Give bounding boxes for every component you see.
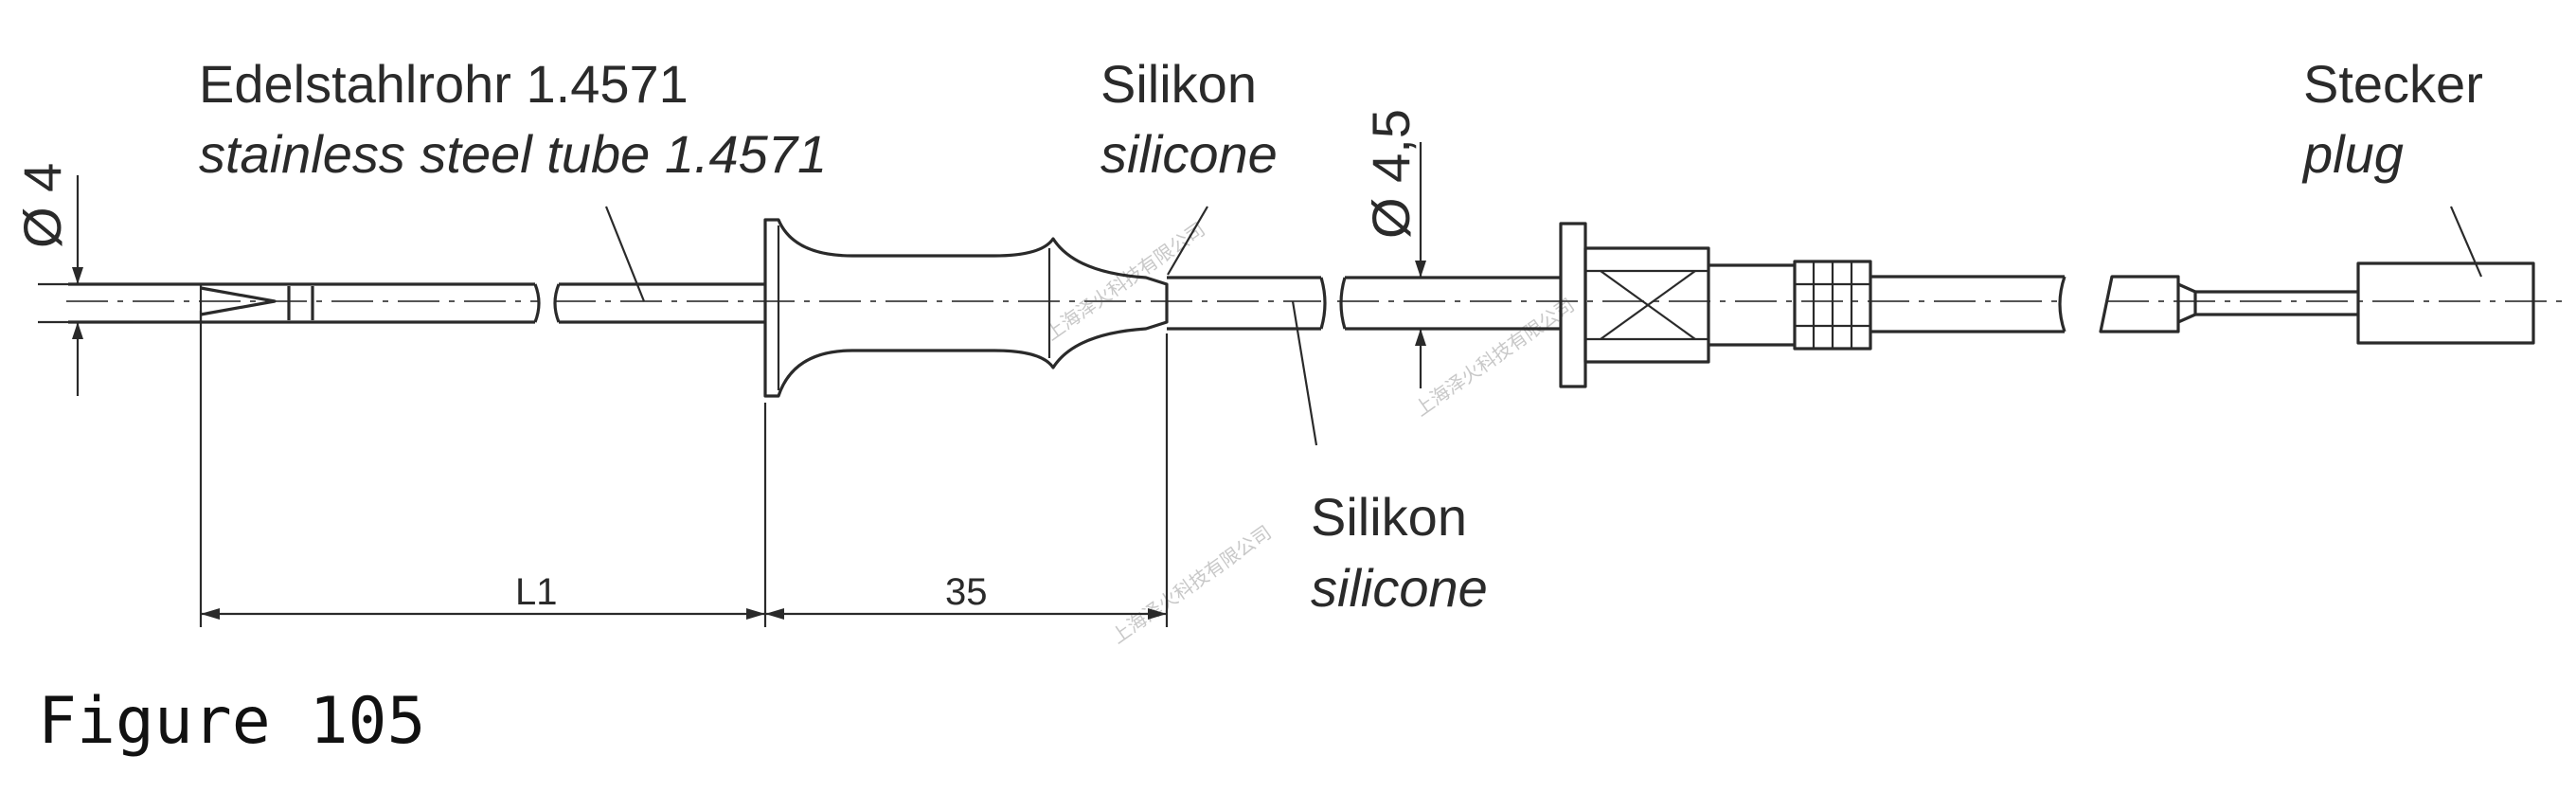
watermark-text-1: 上海泽火科技有限公司 xyxy=(1041,218,1209,345)
watermark: 上海泽火科技有限公司 上海泽火科技有限公司 上海泽火科技有限公司 xyxy=(1041,218,1579,648)
connector-nut xyxy=(1559,222,2066,388)
silicone-cable xyxy=(1167,276,1561,331)
leader-lines xyxy=(604,206,2483,446)
dimension-cable-diameter: Ø 4,5 xyxy=(1361,109,1426,388)
length-l1-label: L1 xyxy=(515,571,558,613)
plug xyxy=(2099,261,2535,345)
watermark-text-2: 上海泽火科技有限公司 xyxy=(1410,294,1579,421)
silicone-bottom-label-de: Silikon xyxy=(1311,487,1467,547)
plug-label-en: plug xyxy=(2301,124,2404,184)
handle-length-label: 35 xyxy=(945,571,988,613)
handle xyxy=(763,218,1169,398)
silicone-bottom-label-en: silicone xyxy=(1311,558,1488,618)
figure-caption: Figure 105 xyxy=(38,684,425,759)
dimension-lengths: L1 35 xyxy=(199,311,1169,627)
tube-diameter-label: Ø 4 xyxy=(12,163,72,248)
tube-label-de: Edelstahlrohr 1.4571 xyxy=(199,54,689,114)
silicone-top-label-de: Silikon xyxy=(1100,54,1257,114)
cable-diameter-label: Ø 4,5 xyxy=(1361,109,1421,239)
dimension-tube-diameter: Ø 4 xyxy=(12,163,133,396)
steel-tube xyxy=(68,282,765,324)
tube-label-en: stainless steel tube 1.4571 xyxy=(199,124,827,184)
plug-label-de: Stecker xyxy=(2303,54,2483,114)
silicone-top-label-en: silicone xyxy=(1100,124,1278,184)
watermark-text-3: 上海泽火科技有限公司 xyxy=(1107,521,1276,648)
